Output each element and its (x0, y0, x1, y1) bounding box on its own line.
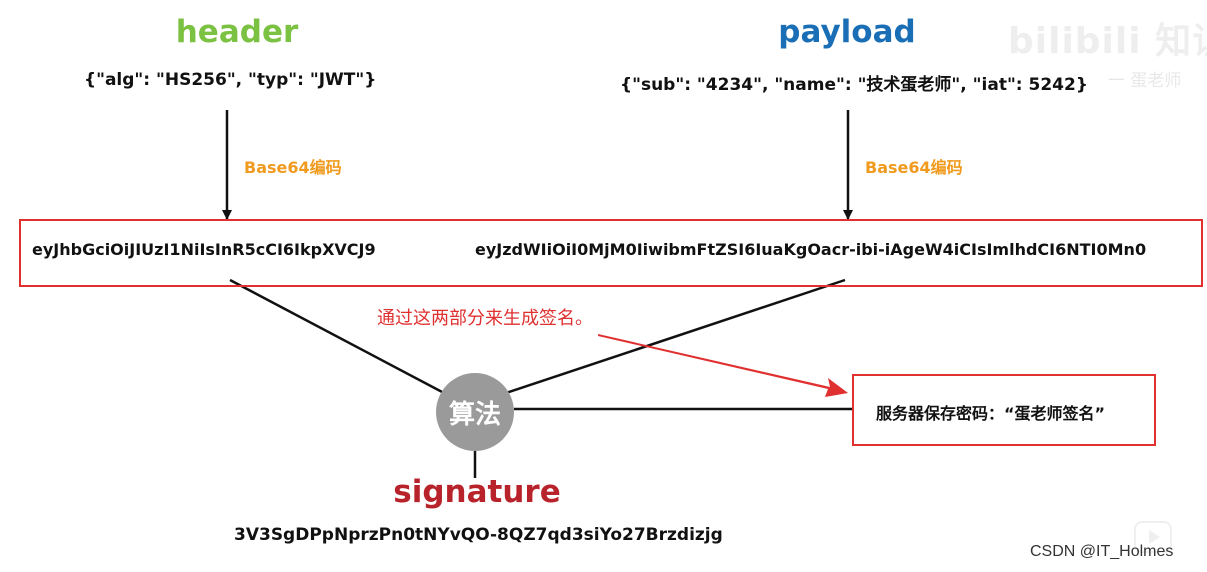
encoded-parts-box (19, 219, 1203, 287)
bilibili-watermark-subtitle: 一 蛋老师 (1108, 71, 1182, 91)
header-encode-label: Base64编码 (244, 158, 342, 177)
payload-encoded: eyJzdWIiOiI0MjM0IiwibmFtZSI6IuaKgOacr-ib… (475, 240, 1147, 259)
signature-source-note: 通过这两部分来生成签名。 (377, 308, 593, 329)
payload-json: {"sub": "4234", "name": "技术蛋老师", "iat": … (620, 75, 1088, 95)
header-to-algorithm-line (229, 278, 445, 395)
signature-value: 3V3SgDPpNprzPn0tNYvQO-8QZ7qd3siYo27Brzdi… (234, 525, 723, 545)
bilibili-watermark-logo: bilibili 知识 (1008, 21, 1207, 62)
secret-box (852, 374, 1156, 446)
header-json: {"alg": "HS256", "typ": "JWT"} (84, 70, 377, 90)
note-pointer-arrow (598, 334, 848, 397)
signature-title: signature (393, 474, 561, 510)
algorithm-node: 算法 (436, 373, 514, 451)
payload-encode-label: Base64编码 (865, 158, 963, 177)
header-title: header (175, 14, 299, 50)
secret-text: 服务器保存密码：“蛋老师签名” (876, 404, 1106, 423)
header-encoded: eyJhbGciOiJIUzI1NiIsInR5cCI6IkpXVCJ9 (32, 240, 376, 259)
csdn-credit-watermark: CSDN @IT_Holmes (1030, 543, 1174, 560)
payload-to-algorithm-line (505, 278, 846, 395)
payload-title: payload (778, 14, 916, 50)
play-icon (1134, 521, 1172, 553)
